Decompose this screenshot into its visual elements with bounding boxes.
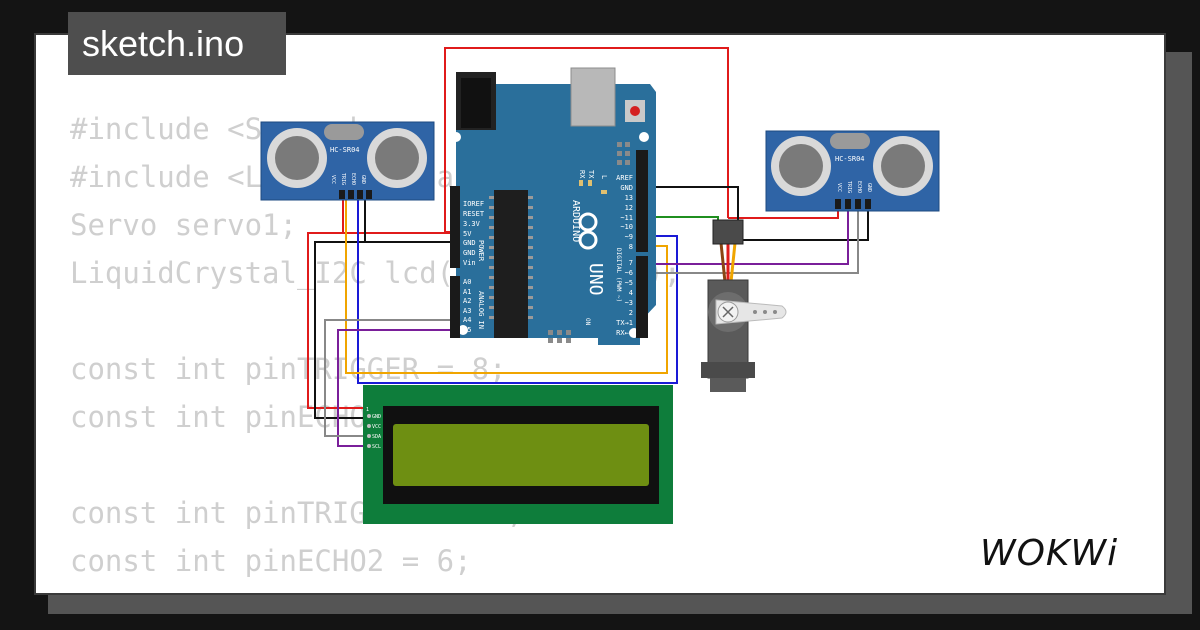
lcd-pin-vcc: VCC (372, 424, 381, 430)
pin-label-gnd: GND (463, 249, 476, 257)
l-label: L (600, 175, 608, 179)
sensor-right-pin-vcc: VCC (836, 183, 842, 192)
usb-port (570, 67, 616, 127)
power-label: POWER (477, 240, 485, 262)
sensor-left-pin-vcc: VCC (330, 175, 336, 184)
pin-label-a1: A1 (463, 288, 471, 296)
analog-label: ANALOG IN (477, 291, 485, 329)
pin-label-5v: 5V (463, 230, 472, 238)
pin-label-a0: A0 (463, 278, 471, 286)
pin-label-13: 13 (625, 194, 633, 202)
pin-label-9: ~9 (625, 233, 633, 241)
wire-blue-echo (357, 198, 678, 384)
code-line: Servo servo1; (70, 208, 297, 242)
sensor-left-pin-trig: TRIG (340, 173, 346, 185)
servo-motor[interactable] (701, 219, 787, 392)
digital-header-bottom (636, 256, 648, 338)
servo-lead-orange (729, 242, 737, 283)
wire-gray-scl (324, 319, 455, 437)
sensor-right-pin-gnd: GND (866, 183, 872, 192)
pin-label-3v3: 3.3V (463, 220, 481, 228)
analog-header (450, 276, 460, 338)
code-line: const int pinTRIGGER = 8; (70, 352, 507, 386)
filename-tab[interactable]: sketch.ino (68, 12, 286, 75)
servo-lead-brown (719, 242, 727, 283)
lcd-pin-gnd: GND (372, 414, 381, 420)
pin-label-0: RX←0 (616, 329, 633, 337)
pin-label-8: 8 (629, 243, 633, 251)
pin-label-vin: Vin (463, 259, 476, 267)
pin-label-a3: A3 (463, 307, 471, 315)
pin-label-a5: A5 (463, 326, 471, 334)
on-label: ON (584, 318, 591, 326)
tx-label: TX (587, 170, 595, 179)
sensor-left-pin-gnd: GND (360, 175, 366, 184)
pin-label-gnd: GND (463, 239, 476, 247)
arduino-uno-board[interactable]: IOREF RESET 3.3V 5V GND GND Vin A0 A1 A2… (450, 67, 656, 345)
pin-label-a4: A4 (463, 316, 471, 324)
wire-black-gnd-left (364, 198, 455, 243)
pin-label-reset: RESET (463, 210, 485, 218)
pin-label-11: ~11 (620, 214, 633, 222)
wokwi-logo: WOKWi (980, 533, 1118, 574)
pin-label-5: ~5 (625, 279, 633, 287)
pin-label-1: TX→1 (616, 319, 633, 327)
servo-connector (712, 219, 744, 245)
pin-label-10: ~10 (620, 223, 633, 231)
pin-label-4: 4 (629, 289, 633, 297)
code-line: const int pinECHO2 = 6; (70, 544, 472, 578)
lcd-display[interactable]: 1 GND VCC SDA SCL (363, 385, 673, 524)
wire-purple-right-trig (640, 200, 849, 265)
pin-label-3: ~3 (625, 299, 633, 307)
digital-label: DIGITAL (PWM ~) (615, 248, 622, 302)
sensor-left-pin-echo: ECHO (350, 173, 356, 185)
lcd-pin1-marker: 1 (366, 407, 369, 413)
sensor-right-pin-trig: TRIG (846, 181, 852, 193)
lcd-pin-sda: SDA (372, 434, 381, 440)
wokwi-logo-text: WOKWi (980, 533, 1118, 574)
sensor-left-label: HC-SR04 (330, 146, 360, 154)
pin-label-ioref: IOREF (463, 200, 484, 208)
digital-header-top (636, 150, 648, 252)
ultrasonic-sensor-left[interactable]: HC-SR04 VCC TRIG ECHO GND (260, 121, 435, 201)
lcd-screen (393, 424, 649, 486)
pin-label-aref: AREF (616, 174, 633, 182)
sensor-right-label: HC-SR04 (835, 155, 865, 163)
wire-purple-sda (337, 329, 455, 447)
atmega-chip (494, 190, 528, 338)
lcd-pin-scl: SCL (372, 444, 381, 450)
wire-black-gnd-lcd (314, 241, 455, 419)
arduino-infinity-logo (578, 212, 598, 250)
wire-orange-trig (345, 198, 668, 374)
model-label: UNO (585, 263, 606, 296)
sensor-right-pin-echo: ECHO (856, 181, 862, 193)
pin-label-7: 7 (629, 259, 633, 267)
wire-gray-right-echo (640, 200, 859, 274)
brand-label: ARDUINO (570, 200, 581, 242)
ultrasonic-sensor-right[interactable]: HC-SR04 VCC TRIG ECHO GND (765, 130, 940, 212)
wire-black-gnd-right (738, 200, 869, 241)
pin-label-6: ~6 (625, 269, 633, 277)
wires (307, 47, 869, 447)
pin-label-2: 2 (629, 309, 633, 317)
power-header (450, 186, 460, 268)
rx-label: RX (578, 170, 586, 179)
pin-label-a2: A2 (463, 297, 471, 305)
pin-label-12: 12 (625, 204, 633, 212)
pin-label-gnd-digital: GND (620, 184, 633, 192)
